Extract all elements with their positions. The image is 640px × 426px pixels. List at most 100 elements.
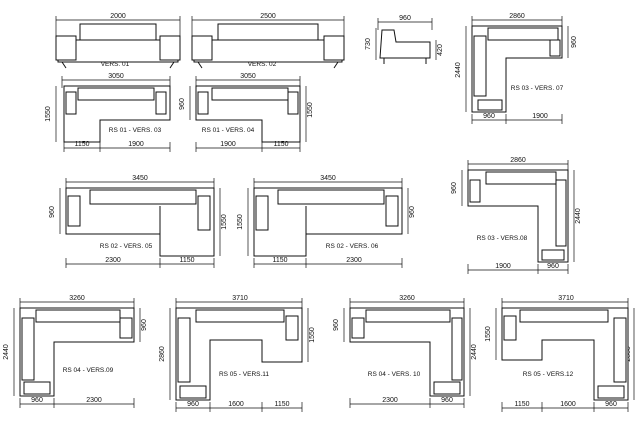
sofa-backrest	[211, 87, 289, 101]
sofa-l-shape	[471, 25, 563, 113]
sofa-backrest	[79, 23, 157, 41]
dim-text: 2440	[471, 344, 478, 360]
sofa-arm	[385, 195, 399, 227]
dim-text: 960	[399, 15, 411, 22]
sofa-seat	[193, 39, 343, 63]
sofa-backrest-side	[555, 179, 567, 247]
sofa-arm	[23, 381, 51, 395]
dim-text: 960	[141, 319, 148, 331]
sofa-arm-right	[323, 35, 345, 61]
dim-text: 1600	[228, 401, 244, 408]
sofa-backrest-side	[451, 317, 463, 381]
dim-text: 1900	[532, 113, 548, 120]
view-vers-06: 3450 1550 960 1150 2300 RS 02 - VERS. 06	[237, 175, 416, 268]
view-label: RS 04 - VERS. 10	[368, 371, 421, 378]
dim-text: 1150	[74, 141, 89, 148]
dim-text: 2440	[575, 208, 582, 224]
sofa-arm	[541, 249, 565, 261]
dim-text: 1550	[237, 214, 244, 230]
sofa-arm	[469, 179, 481, 203]
dim-text: 1150	[274, 401, 289, 408]
dim-text: 960	[187, 401, 199, 408]
sofa-arm	[255, 195, 269, 231]
sofa-l-shape	[65, 187, 215, 257]
dim-text: 2300	[105, 257, 121, 264]
view-vers-03: 3050 1550 1150 1900 RS 01 - VERS. 03	[45, 73, 171, 152]
sofa-backrest-side	[613, 317, 627, 383]
dim-text: 3260	[69, 295, 85, 302]
dim-text: 960	[31, 397, 43, 404]
view-label: RS 03 - VERS. 07	[511, 85, 564, 92]
sofa-arm	[477, 99, 503, 111]
sofa-backrest	[35, 309, 121, 323]
sofa-l-shape	[349, 307, 465, 397]
view-label: RS 04 - VERS.09	[63, 367, 114, 374]
dim-text: 2860	[510, 157, 526, 164]
sofa-l-shape	[19, 307, 135, 397]
view-vers-04: 3050 960 1550 1900 1150 RS 01 - VERS. 04	[179, 73, 314, 152]
dim-text: 960	[333, 319, 340, 331]
view-vers-11: 3710 2860 1550 960 1600 1150 RS 05 - VER…	[159, 295, 316, 412]
view-vers-10: 3260 960 2440 2300 960 RS 04 - VERS. 10	[333, 295, 478, 408]
dim-text: 3710	[232, 295, 248, 302]
sofa-arm-right	[159, 35, 181, 61]
dim-text: 1550	[309, 327, 316, 343]
dim-text: 2440	[3, 344, 10, 360]
dim-text: 3710	[558, 295, 574, 302]
view-label: RS 03 - VERS.08	[477, 235, 528, 242]
sofa-arm	[597, 385, 625, 399]
dim-text: 1900	[128, 141, 144, 148]
dim-text: 730	[365, 38, 372, 50]
sofa-backrest	[519, 309, 609, 323]
sofa-backrest	[487, 27, 559, 41]
dim-text: 960	[179, 98, 186, 110]
dim-text: 1600	[560, 401, 576, 408]
dim-text: 1900	[495, 263, 511, 270]
dim-text: 1150	[514, 401, 529, 408]
dim-text: 3450	[320, 175, 336, 182]
sofa-arm	[67, 195, 81, 227]
dim-text: 960	[49, 206, 56, 218]
view-label: RS 01 - VERS. 03	[109, 127, 162, 134]
dim-text: 2500	[260, 13, 276, 20]
view-vers-08: 2860 960 2440 1900 960 RS 03 - VERS.08	[451, 157, 582, 274]
dim-text: 960	[409, 206, 416, 218]
view-vers-01: 2000 VERS. 01	[55, 13, 181, 69]
sofa-arm	[549, 39, 561, 57]
view-label: RS 02 - VERS. 06	[326, 243, 379, 250]
dim-text: 960	[483, 113, 495, 120]
view-label: RS 01 - VERS. 04	[202, 127, 255, 134]
dim-text: 2300	[86, 397, 102, 404]
dim-text: 2300	[382, 397, 398, 404]
view-label: RS 05 - VERS.11	[219, 371, 269, 378]
sofa-arm	[285, 315, 299, 341]
sofa-u-shape	[501, 307, 629, 401]
view-side: 960 730 420	[365, 15, 444, 64]
sofa-arm	[351, 317, 365, 339]
view-vers-05: 3450 960 1550 2300 1150 RS 02 - VERS. 05	[49, 175, 228, 268]
sofa-arm	[197, 91, 209, 115]
sofa-arm	[287, 91, 299, 115]
sofa-backrest-side	[473, 35, 487, 97]
sofa-arm	[503, 315, 517, 341]
dim-text: 420	[437, 44, 444, 56]
sofa-arm-left	[55, 35, 77, 61]
dim-text: 960	[441, 397, 453, 404]
sofa-side-profile	[379, 29, 431, 59]
view-vers-07: 2860 2440 960 960 1900 RS 03 - VERS. 07	[455, 13, 578, 124]
dim-text: 2860	[159, 346, 166, 362]
sofa-backrest	[195, 309, 285, 323]
dim-text: 3050	[240, 73, 256, 80]
dim-text: 1150	[273, 141, 288, 148]
sofa-arm	[433, 381, 461, 395]
dim-text: 2440	[455, 62, 462, 78]
dim-text: 3450	[132, 175, 148, 182]
view-vers-02: 2500 VERS. 02	[191, 13, 345, 69]
dim-text: 1150	[179, 257, 194, 264]
view-label: RS 05 - VERS.12	[523, 371, 574, 378]
sofa-backrest	[365, 309, 451, 323]
dim-text: 1550	[485, 326, 492, 342]
sofa-arm	[179, 385, 207, 399]
dim-text: 1550	[45, 106, 52, 122]
